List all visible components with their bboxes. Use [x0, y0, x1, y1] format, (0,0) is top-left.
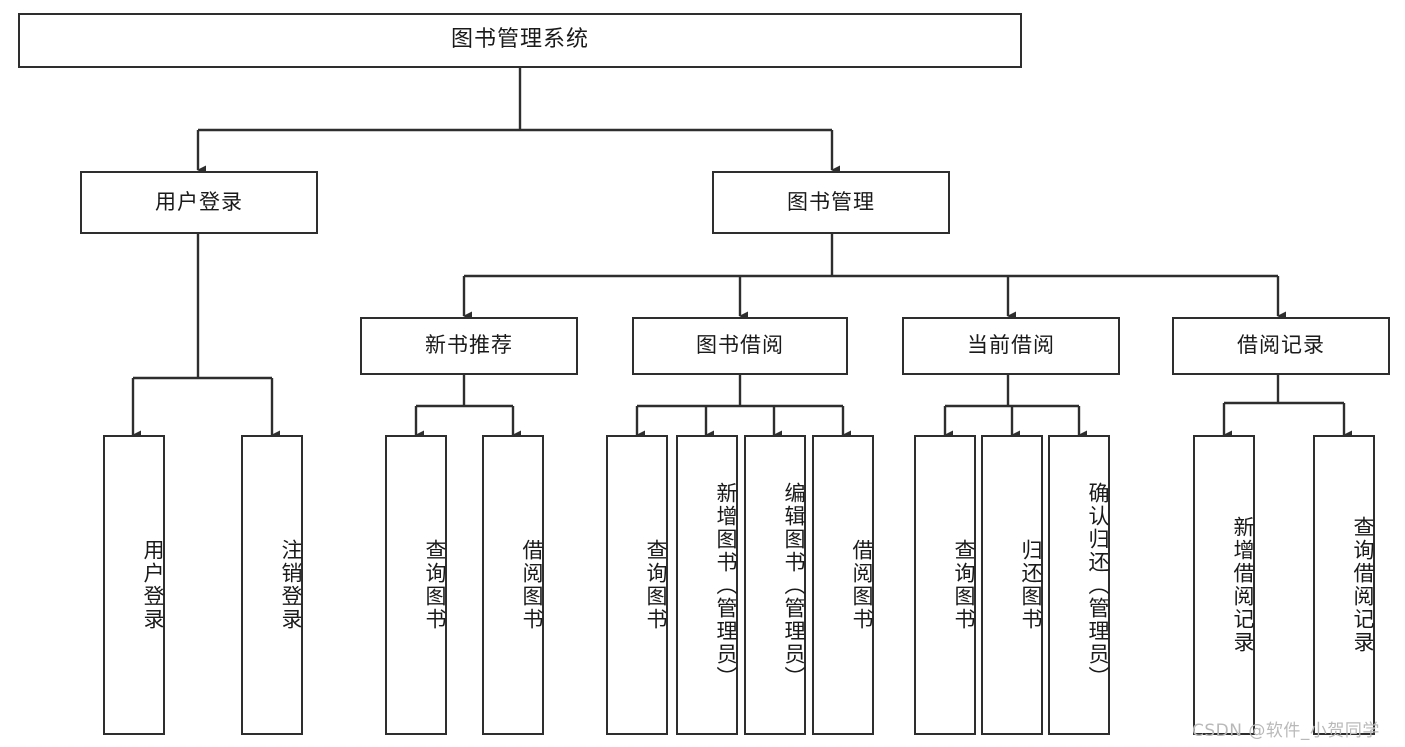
- leaf-borrow-add-book-admin[interactable]: 新增图书（管理员）: [676, 435, 738, 735]
- node-current-borrow[interactable]: 当前借阅: [902, 317, 1120, 375]
- leaf-current-query-book[interactable]: 查询图书: [914, 435, 976, 735]
- node-label: 借阅图书: [520, 539, 544, 631]
- node-label: 查询图书: [952, 539, 976, 631]
- leaf-borrow-borrow-book[interactable]: 借阅图书: [812, 435, 874, 735]
- node-label: 查询借阅记录: [1351, 516, 1375, 654]
- node-label: 当前借阅: [967, 333, 1055, 358]
- csdn-watermark: CSDN @软件_小贺同学: [1192, 721, 1380, 741]
- node-label: 查询图书: [644, 539, 668, 631]
- node-label: 新增借阅记录: [1231, 516, 1255, 654]
- node-user-login[interactable]: 用户登录: [80, 171, 318, 234]
- node-label: 确认归还（管理员）: [1086, 481, 1110, 689]
- node-label: 图书借阅: [696, 333, 784, 358]
- leaf-borrow-query-book[interactable]: 查询图书: [606, 435, 668, 735]
- node-label: 新增图书（管理员）: [714, 481, 738, 689]
- node-label: 新书推荐: [425, 333, 513, 358]
- node-book-borrow[interactable]: 图书借阅: [632, 317, 848, 375]
- node-root-system[interactable]: 图书管理系统: [18, 13, 1022, 68]
- leaf-newbook-query-book[interactable]: 查询图书: [385, 435, 447, 735]
- leaf-user-login-signout[interactable]: 注销登录: [241, 435, 303, 735]
- node-label: 借阅记录: [1237, 333, 1325, 358]
- node-label: 图书管理: [787, 189, 875, 214]
- node-label: 借阅图书: [850, 539, 874, 631]
- leaf-record-query-record[interactable]: 查询借阅记录: [1313, 435, 1375, 735]
- node-borrow-record[interactable]: 借阅记录: [1172, 317, 1390, 375]
- node-label: 注销登录: [279, 539, 303, 631]
- leaf-current-confirm-return-admin[interactable]: 确认归还（管理员）: [1048, 435, 1110, 735]
- node-label: 用户登录: [141, 539, 165, 631]
- node-new-book-recommend[interactable]: 新书推荐: [360, 317, 578, 375]
- leaf-current-return-book[interactable]: 归还图书: [981, 435, 1043, 735]
- node-label: 归还图书: [1019, 539, 1043, 631]
- node-label: 用户登录: [155, 189, 243, 214]
- node-label: 图书管理系统: [450, 27, 589, 53]
- node-label: 查询图书: [423, 539, 447, 631]
- node-label: 编辑图书（管理员）: [782, 481, 806, 689]
- leaf-user-login-signin[interactable]: 用户登录: [103, 435, 165, 735]
- leaf-newbook-borrow-book[interactable]: 借阅图书: [482, 435, 544, 735]
- leaf-record-add-record[interactable]: 新增借阅记录: [1193, 435, 1255, 735]
- leaf-borrow-edit-book-admin[interactable]: 编辑图书（管理员）: [744, 435, 806, 735]
- node-book-management[interactable]: 图书管理: [712, 171, 950, 234]
